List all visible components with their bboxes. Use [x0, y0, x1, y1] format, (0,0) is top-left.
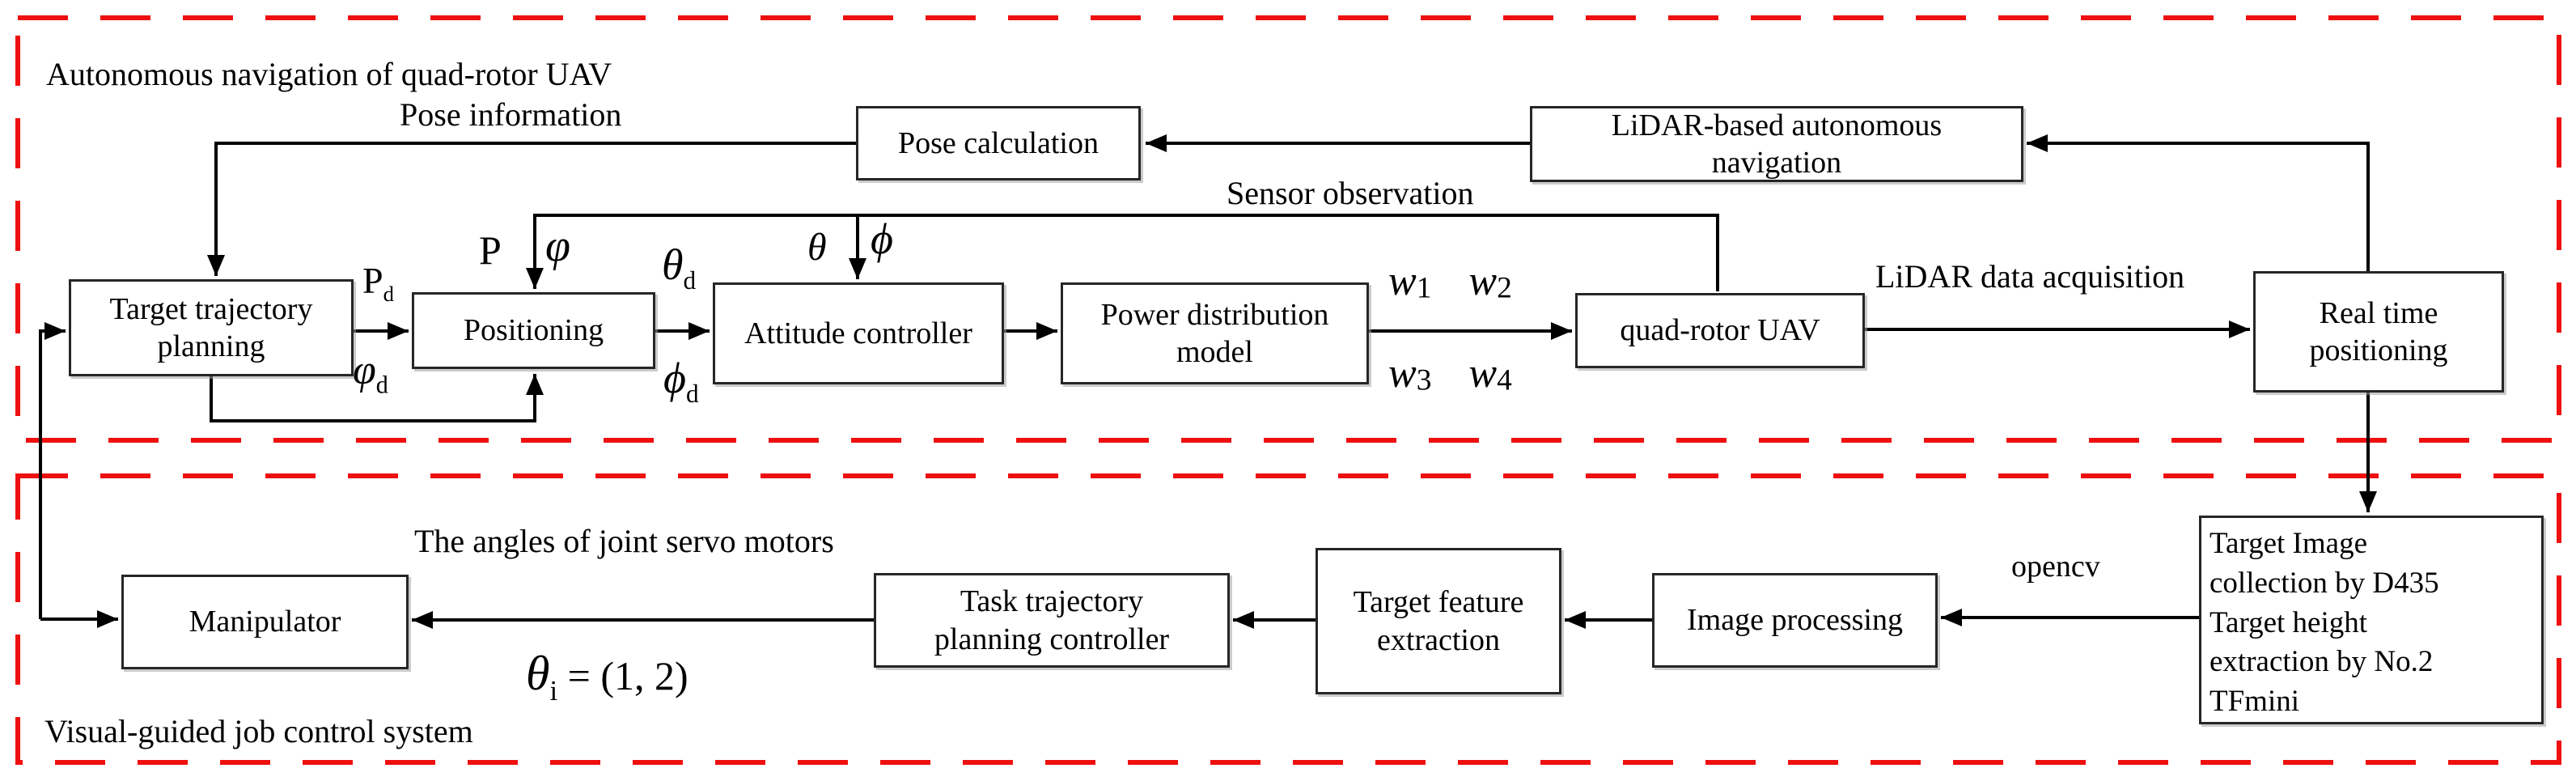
node-label: Target feature extraction — [1353, 585, 1524, 657]
node-label: quad-rotor UAV — [1620, 313, 1820, 348]
bottom-section-title: Visual-guided job control system — [44, 713, 473, 749]
node-power-distribution-model[interactable]: Power distribution model — [1061, 282, 1369, 384]
node-real-time-positioning[interactable]: Real time positioning — [2253, 271, 2504, 393]
edge-rtp-to-lidarnav — [2027, 134, 2370, 271]
bottom-section-dashed-frame — [15, 473, 2561, 765]
symbol-phi: ϕ — [871, 214, 893, 263]
edge-label-opencv: opencv — [2011, 550, 2100, 584]
node-lidar-based-autonomous-navigation[interactable]: LiDAR-based autonomous navigation — [1530, 106, 2023, 182]
edge-ttp-feedback-to-positioning — [210, 374, 544, 422]
node-label: Target Image collection by D435 Target h… — [2210, 527, 2439, 719]
symbol-varphi-d: φd — [353, 347, 388, 399]
node-label: Image processing — [1687, 603, 1903, 638]
symbol-w3-w4: w3 w4 — [1388, 350, 1512, 397]
node-target-feature-extraction[interactable]: Target feature extraction — [1316, 548, 1561, 694]
node-positioning[interactable]: Positioning — [412, 292, 655, 369]
top-section-title: Autonomous navigation of quad-rotor UAV — [46, 56, 612, 92]
node-attitude-controller[interactable]: Attitude controller — [713, 282, 1004, 384]
symbol-p-d: Pd — [362, 260, 394, 307]
symbol-theta-d: θd — [662, 240, 697, 295]
node-label: Real time positioning — [2309, 295, 2448, 367]
node-pose-calculation[interactable]: Pose calculation — [856, 106, 1141, 180]
edge-label-lidar-data-acquisition: LiDAR data acquisition — [1875, 258, 2185, 295]
symbol-varphi: φ — [545, 221, 570, 271]
node-label: Power distribution model — [1100, 297, 1329, 369]
node-label: Attitude controller — [744, 316, 972, 350]
symbol-p: P — [479, 227, 502, 273]
top-section-dashed-frame — [15, 15, 2561, 443]
node-manipulator[interactable]: Manipulator — [121, 575, 409, 669]
edge-pose-information — [207, 142, 856, 276]
edge-label-joint-servo-angles: The angles of joint servo motors — [414, 523, 834, 559]
node-quad-rotor-uav[interactable]: quad-rotor UAV — [1575, 293, 1865, 368]
symbol-theta-i-equals: θi = (1, 2) — [526, 647, 688, 707]
edge-sensor-observation-to-positioning — [526, 214, 1719, 291]
node-label: Task trajectory planning controller — [934, 584, 1170, 656]
node-image-processing[interactable]: Image processing — [1652, 573, 1938, 668]
node-task-trajectory-planning-controller[interactable]: Task trajectory planning controller — [874, 573, 1230, 668]
node-target-image-collection[interactable]: Target Image collection by D435 Target h… — [2199, 516, 2544, 724]
edge-label-pose-information: Pose information — [400, 96, 622, 133]
node-label: Target trajectory planning — [109, 291, 313, 363]
node-target-trajectory-planning[interactable]: Target trajectory planning — [69, 279, 354, 376]
node-label: Positioning — [463, 313, 604, 348]
symbol-theta: θ — [807, 226, 827, 269]
edge-left-connector-to-ttp — [39, 322, 66, 619]
edge-label-sensor-observation: Sensor observation — [1227, 175, 1474, 211]
symbol-w1-w2: w1 w2 — [1388, 258, 1512, 305]
node-label: LiDAR-based autonomous navigation — [1611, 108, 1943, 180]
symbol-phi-d: ϕd — [663, 354, 699, 408]
node-label: Pose calculation — [898, 125, 1099, 160]
node-label: Manipulator — [189, 605, 341, 639]
